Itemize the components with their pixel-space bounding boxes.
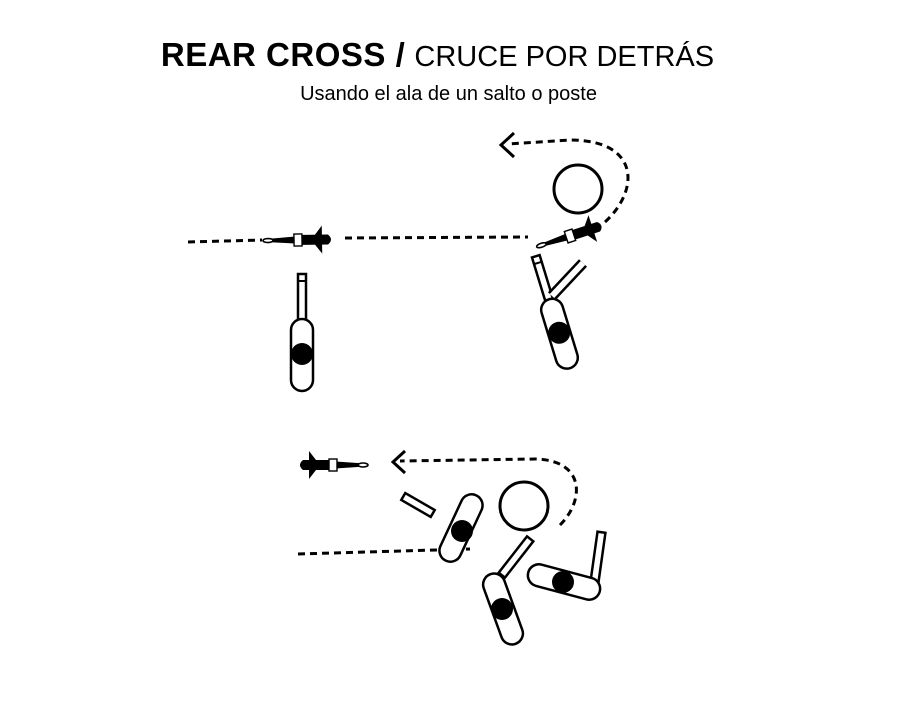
handler-icon xyxy=(289,272,315,393)
page-subtitle: Usando el ala de un salto o poste xyxy=(300,83,597,105)
jump-wing-obstacle xyxy=(498,480,550,532)
arrowhead-icon xyxy=(498,131,516,159)
dog-path-top xyxy=(187,138,630,244)
dog-icon xyxy=(531,211,607,261)
handler-icon xyxy=(399,491,484,563)
arrowhead-icon xyxy=(390,449,407,475)
handler-arm xyxy=(549,260,586,299)
scene-bottom xyxy=(297,449,607,646)
dog-path-bottom xyxy=(297,457,578,556)
scene-top xyxy=(187,131,630,393)
dog-icon xyxy=(261,224,333,256)
dog-icon xyxy=(299,450,369,480)
title-english: REAR CROSS / xyxy=(160,36,406,73)
handler-icon xyxy=(481,534,536,646)
handler-icon xyxy=(526,530,607,601)
jump-wing-obstacle xyxy=(552,163,604,215)
page-title: REAR CROSS / CRUCE POR DETRÁS xyxy=(0,34,875,78)
title-spanish: CRUCE POR DETRÁS xyxy=(414,41,715,73)
